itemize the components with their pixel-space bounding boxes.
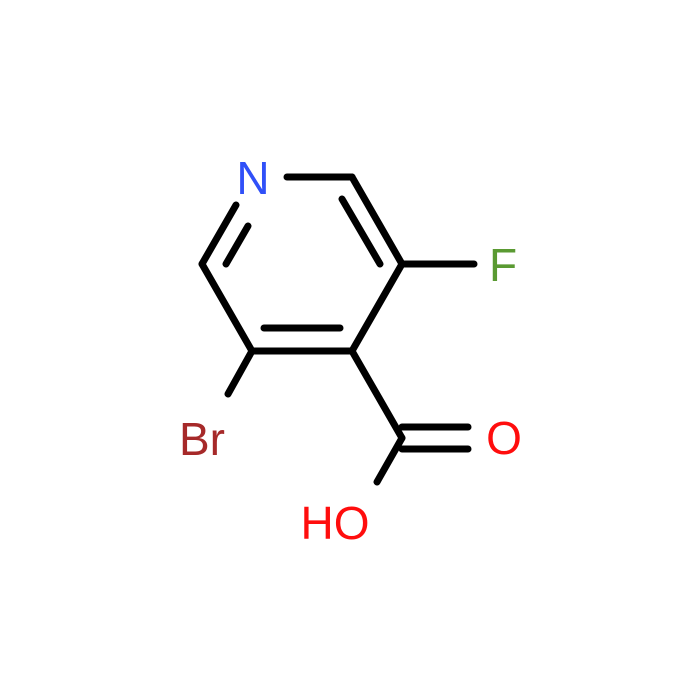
atom-bromine: Br xyxy=(179,413,225,465)
bond-c6-n-inner xyxy=(222,222,252,268)
atom-fluorine: F xyxy=(489,239,517,291)
bond-c5-c6 xyxy=(198,260,256,355)
bond-c-oh xyxy=(373,434,406,486)
bond-c3-c4 xyxy=(348,260,406,355)
atom-labels: N F Br O HO xyxy=(179,152,522,549)
bond-c2-c3 xyxy=(348,173,406,268)
bond-c6-n xyxy=(198,201,240,268)
atom-hydroxyl: HO xyxy=(301,497,370,549)
atom-nitrogen: N xyxy=(236,152,269,204)
bond-c5-br xyxy=(224,347,256,398)
bond-c4-cooh xyxy=(348,347,406,442)
bond-c2-c3-inner xyxy=(338,195,384,268)
atom-carbonyl-oxygen: O xyxy=(486,412,522,464)
bonds xyxy=(198,173,478,486)
